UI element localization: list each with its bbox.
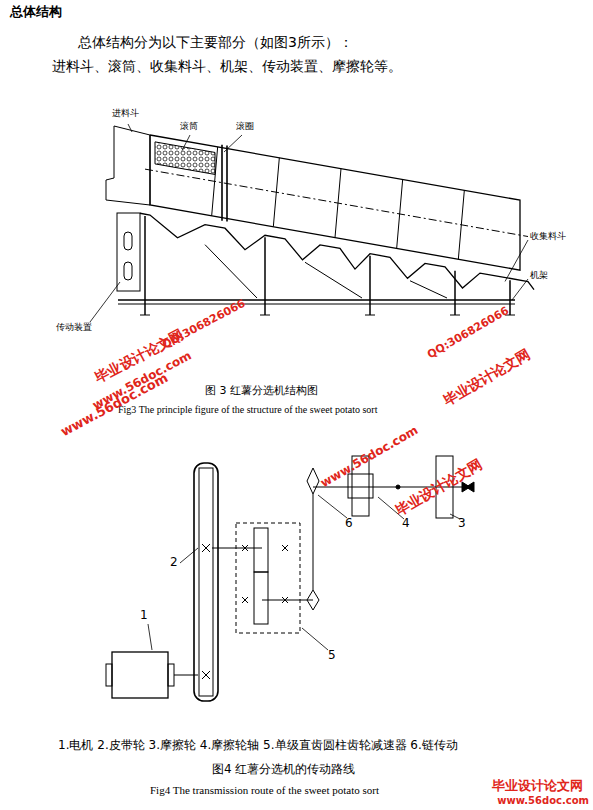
frame-leg (369, 256, 371, 315)
collecting-hopper (140, 213, 534, 289)
figure-caption: 图 3 红薯分选机结构图 (205, 384, 318, 397)
transmission-box (117, 213, 140, 291)
oval-slot (124, 262, 132, 280)
callout-number: 6 (345, 516, 353, 530)
leader-line (224, 135, 242, 152)
frame-foot (140, 315, 150, 316)
pulley (199, 468, 213, 696)
output-shaft (262, 600, 313, 601)
bearing-mark (242, 545, 248, 551)
part-label: 传动装置 (56, 322, 92, 333)
drum-segment (458, 190, 464, 259)
frame-foot (450, 315, 460, 316)
watermark: QQ:306826066 (160, 297, 247, 352)
gear (254, 528, 268, 572)
callout-number: 3 (458, 516, 466, 530)
frame-foot (260, 315, 270, 316)
watermark: 毕业设计论文网 (440, 346, 533, 410)
frame-brace (305, 262, 362, 298)
frame-foot (365, 315, 375, 316)
bearing-mark (242, 597, 248, 603)
body-text: 总体结构分为以下主要部分（如图3所示）： (78, 34, 353, 51)
frame-leg (454, 271, 456, 315)
bearing-mark (282, 545, 288, 551)
pulley-mark (202, 544, 210, 552)
frame-leg (144, 216, 146, 315)
leader-line (318, 495, 347, 518)
callout-number: 5 (328, 648, 336, 662)
part-label: 收集料斗 (530, 231, 566, 242)
chain (313, 494, 314, 590)
friction-wheel-hub (348, 474, 373, 498)
bearing-mark (282, 597, 288, 603)
part-label: 机架 (530, 270, 548, 281)
leader-line (512, 279, 528, 300)
leader-line (148, 624, 152, 650)
leader-line (90, 282, 120, 322)
motor-flange (168, 664, 174, 686)
drum-ring (221, 145, 223, 221)
drum-segment (273, 158, 279, 227)
drum-segment (397, 179, 403, 248)
feed-hopper (106, 126, 150, 205)
frame-brace (410, 281, 447, 298)
bearing-mark (282, 545, 288, 551)
watermark: 毕业设计论文网 (492, 778, 583, 794)
bearing-mark (242, 545, 248, 551)
leader-line (180, 548, 198, 563)
body-text: 进料斗、滚筒、收集料斗、机架、传动装置、摩擦轮等。 (52, 58, 402, 75)
bearing-mark (242, 597, 248, 603)
figure-caption: 图4 红薯分选机的传动路线 (212, 762, 355, 776)
watermark: QQ:306826066 (425, 304, 511, 361)
motor (112, 652, 168, 698)
legend-text: 1.电机 2.皮带轮 3.摩擦轮 4.摩擦轮轴 5.单级直齿圆柱齿轮减速器 6.… (58, 738, 458, 752)
oval-slot (124, 232, 132, 250)
drum-segment (335, 169, 341, 238)
frame-leg (264, 237, 266, 315)
part-label: 滚圈 (236, 121, 254, 132)
belt (194, 463, 218, 701)
bearing (466, 482, 474, 492)
sprocket (307, 468, 319, 494)
pulley-mark (202, 544, 210, 552)
gear (254, 572, 268, 624)
frame-brace (205, 245, 257, 298)
frame-leg (509, 280, 511, 315)
section-heading: 总体结构 (10, 4, 62, 20)
leader-line (302, 628, 328, 650)
screen-mesh (155, 142, 215, 175)
bearing-mark (282, 597, 288, 603)
reducer-housing (236, 523, 300, 633)
callout-number: 2 (170, 555, 178, 569)
pulley-mark (202, 671, 210, 679)
sprocket (307, 590, 319, 610)
part-label: 进料斗 (112, 108, 139, 119)
motor-flange (106, 664, 112, 686)
leader-line (182, 135, 190, 151)
callout-number: 4 (402, 516, 410, 530)
drum-ring (226, 146, 228, 222)
callout-number: 1 (140, 608, 148, 622)
figure-caption: Fig4 The transmission route of the sweet… (150, 784, 379, 797)
watermark: www.56doc.com (497, 795, 589, 807)
leader-line (505, 240, 528, 281)
shaft-joint (396, 485, 400, 489)
part-label: 滚筒 (180, 121, 198, 132)
pulley-mark (202, 671, 210, 679)
leader-line (128, 124, 132, 132)
figure-caption: Fig3 The principle figure of the structu… (118, 404, 377, 416)
